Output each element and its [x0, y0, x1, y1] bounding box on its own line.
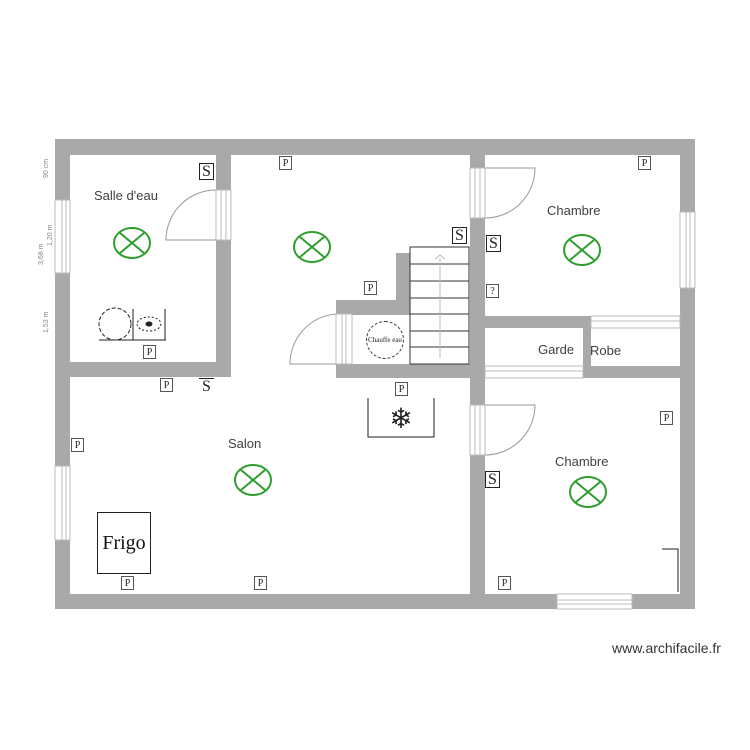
room-label-garde: Garde — [538, 342, 575, 357]
outlet-icon: P — [71, 438, 84, 452]
light-icons — [113, 227, 607, 508]
wall-right — [680, 139, 695, 609]
outlet-icon: P — [279, 156, 292, 170]
dimension-label: 1,20 m — [47, 224, 54, 246]
room-label-chambre-2: Chambre — [555, 454, 609, 469]
window-garde-robe-1 — [590, 315, 681, 329]
wall-top — [55, 139, 695, 155]
dimension-label: 3,68 m — [38, 243, 45, 265]
outlet-icon: P — [498, 576, 511, 590]
water-heater: Chauffe eau — [366, 321, 404, 359]
shower-and-sink — [98, 307, 166, 341]
window-chambre-2 — [556, 593, 633, 610]
door-swing-chambre-2 — [484, 404, 536, 456]
outlet-icon: P — [660, 411, 673, 425]
switch-icon: S — [452, 227, 467, 244]
window-garde-robe-2 — [484, 365, 584, 379]
light-icon — [569, 476, 607, 508]
outlet-icon: P — [254, 576, 267, 590]
dimension-label: 90 cm — [43, 158, 50, 178]
door-swing-closet — [289, 313, 337, 365]
light-icon — [563, 234, 601, 266]
door-chambre-2 — [469, 404, 486, 456]
light-icon — [293, 231, 331, 263]
window-chambre-1 — [679, 211, 696, 289]
room-label-salle-eau: Salle d'eau — [94, 188, 158, 203]
outlet-icon: P — [364, 281, 377, 295]
room-label-chambre-1: Chambre — [547, 203, 601, 218]
switch-icon: S — [199, 378, 214, 395]
watermark: www.archifacile.fr — [612, 640, 721, 656]
room-label-salon: Salon — [228, 436, 262, 451]
wall-bottom — [55, 594, 695, 609]
outlet-icon: P — [160, 378, 173, 392]
outlet-icon: P — [638, 156, 651, 170]
freezer-icon: ❄ — [389, 401, 413, 435]
door-swing-chambre-1 — [484, 167, 536, 219]
outlet-icon: P — [395, 382, 408, 396]
wall-salle-eau-bottom — [70, 362, 231, 377]
fridge: Frigo — [97, 512, 151, 574]
door-salle-eau — [215, 189, 232, 241]
outlet-icon: P — [143, 345, 156, 359]
switch-icon: S — [485, 471, 500, 488]
wall-center — [470, 155, 485, 595]
phone-outlet-icon: ? — [486, 284, 499, 298]
dimension-label: 1,53 m — [43, 311, 50, 333]
switch-icon: S — [199, 163, 214, 180]
door-chambre-1 — [469, 167, 486, 219]
light-icon — [234, 464, 272, 496]
switch-icon: S — [486, 235, 501, 252]
light-icon — [113, 227, 151, 259]
freezer — [367, 398, 435, 438]
wall-salle-eau-right — [216, 155, 231, 377]
door-closet — [335, 313, 353, 365]
room-label-robe: Robe — [590, 343, 622, 358]
outlet-icon: P — [121, 576, 134, 590]
door-swing-salle-eau — [165, 189, 217, 241]
